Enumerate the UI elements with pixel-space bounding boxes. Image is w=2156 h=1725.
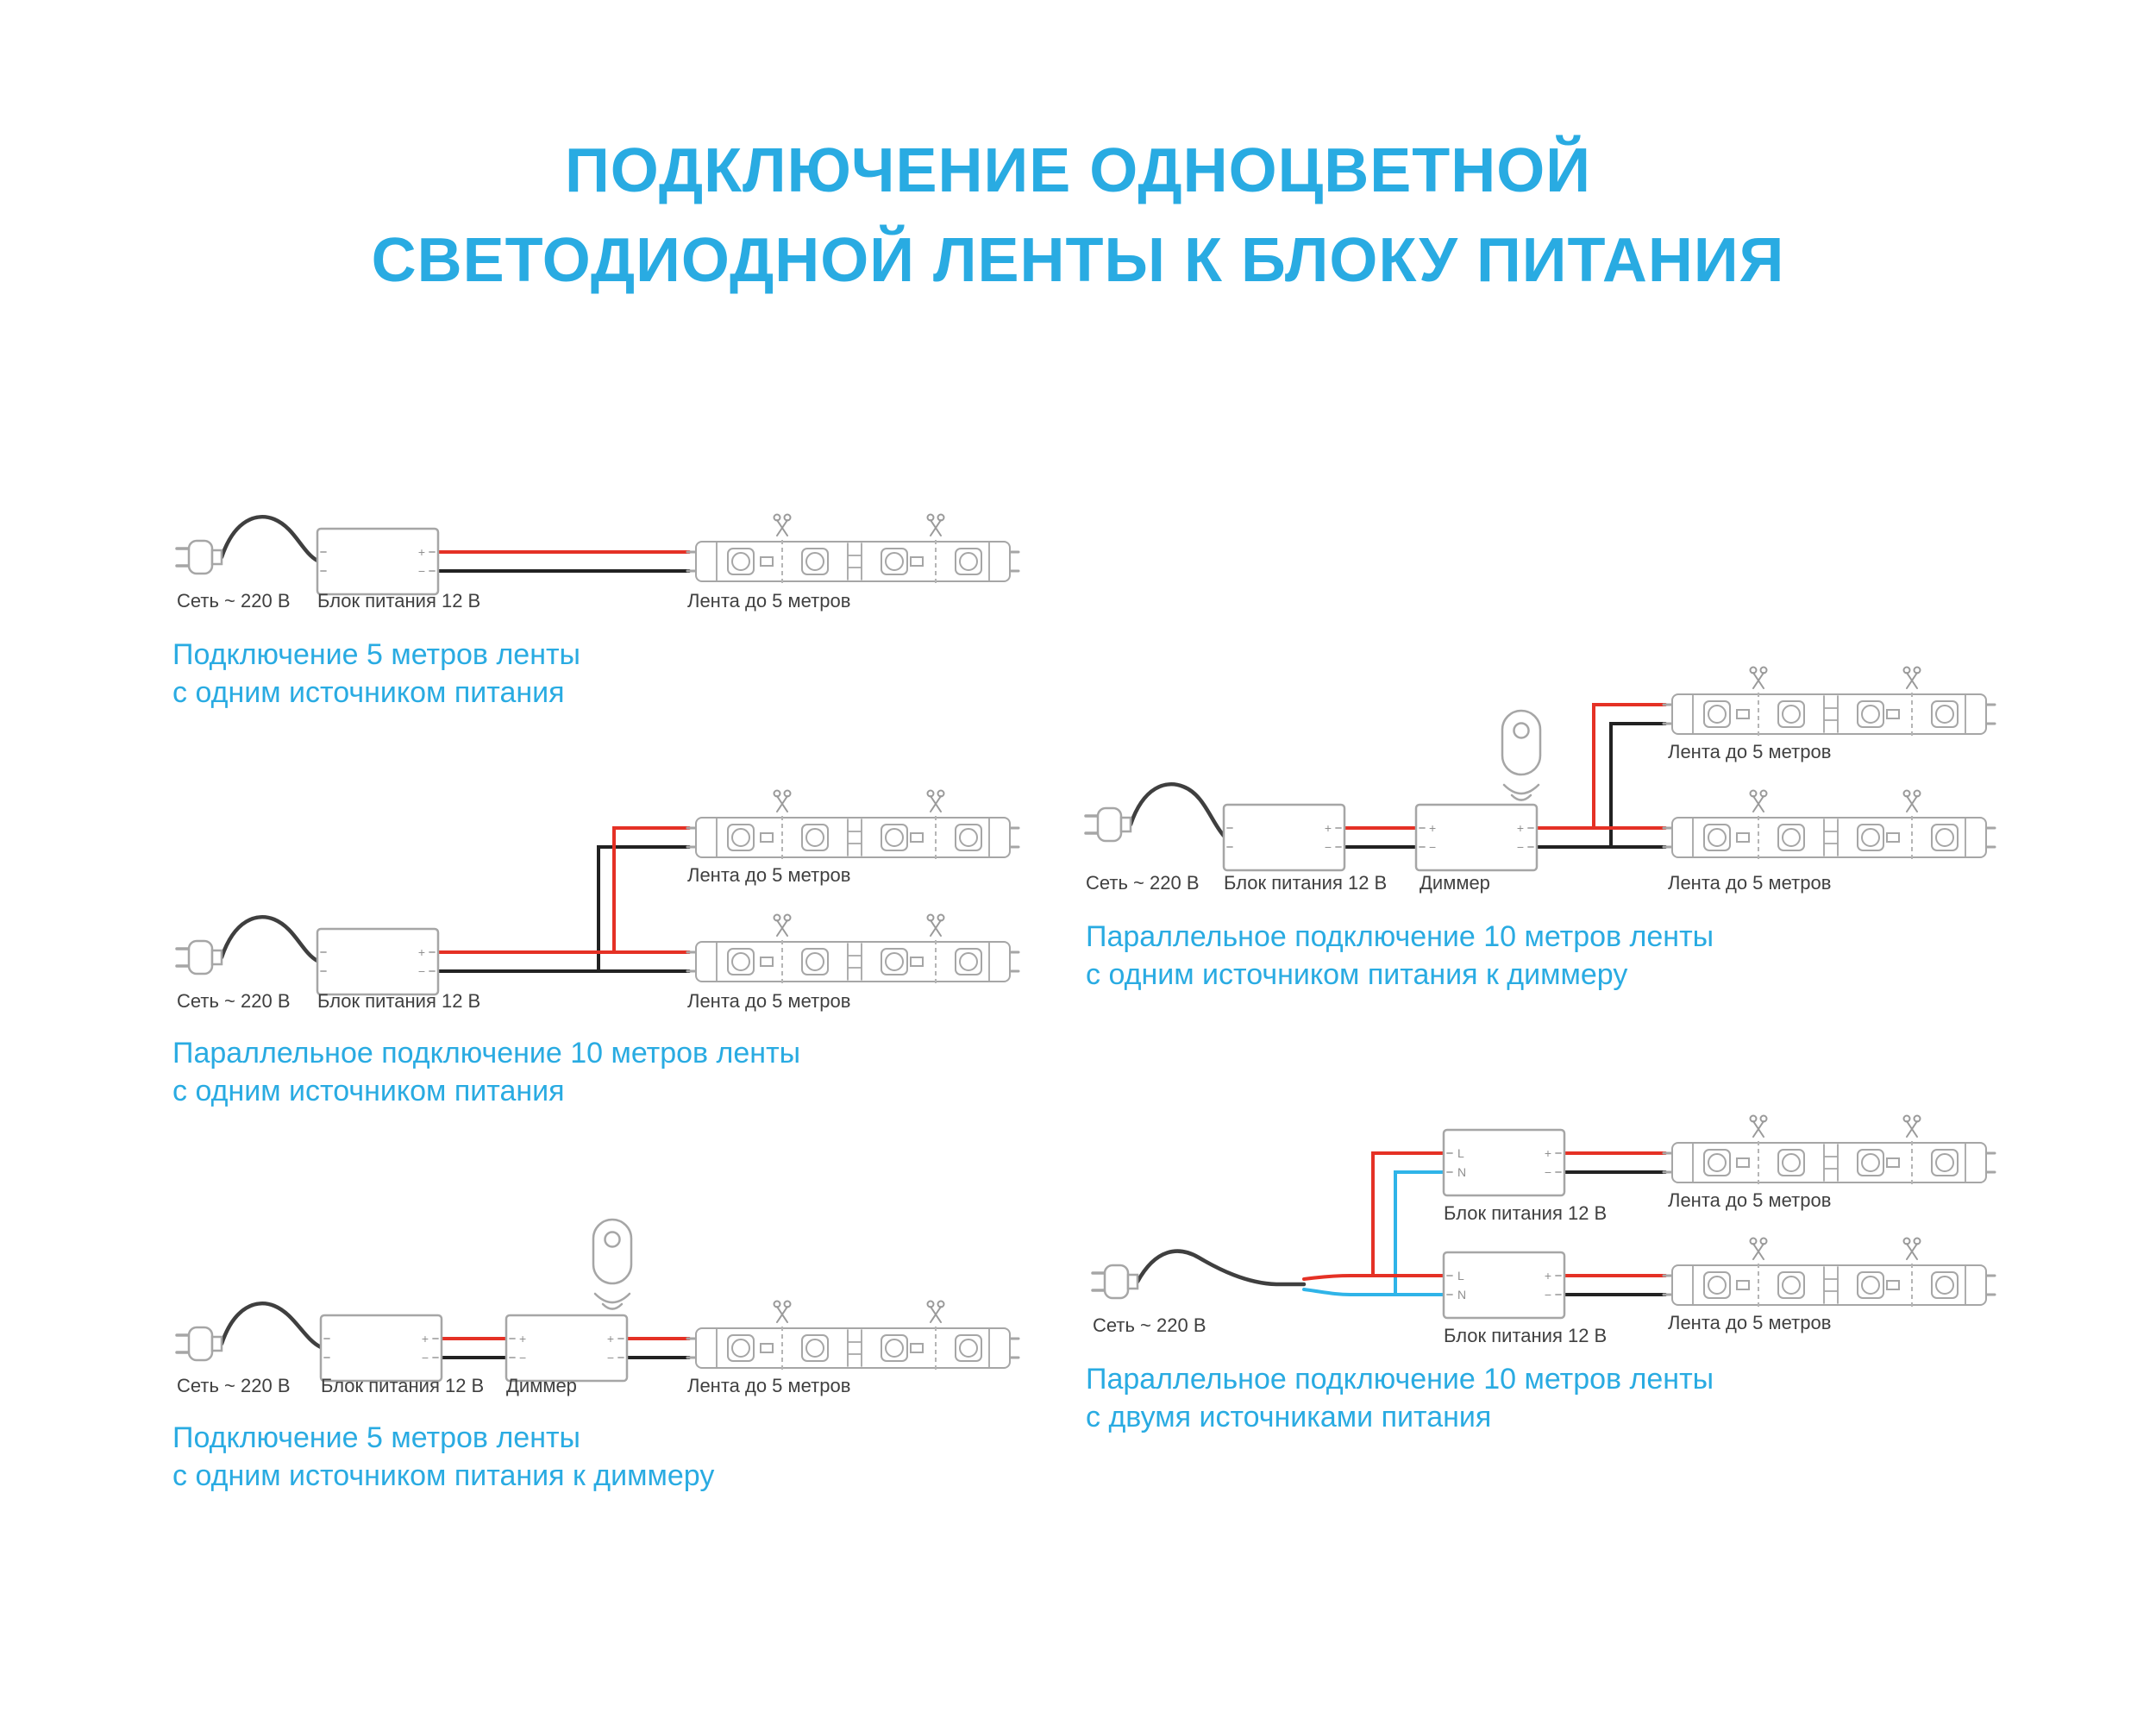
plug-icon — [175, 1326, 223, 1362]
strip-bottom-label: Лента до 5 метров — [1668, 1312, 1831, 1333]
diagram-5m-psu-dimmer: Сеть ~ 220 В Блок питания 12 В Диммер Ле… — [172, 1218, 1018, 1492]
psu-label: Блок питания 12 В — [317, 990, 480, 1012]
dimmer-label: Диммер — [506, 1375, 577, 1396]
terminal-n-label: N — [1457, 1288, 1466, 1302]
strip-top-label: Лента до 5 метров — [1668, 1189, 1831, 1211]
power-supply-box — [1222, 803, 1346, 872]
page-title-line1: ПОДКЛЮЧЕНИЕ ОДНОЦВЕТНОЙ — [565, 135, 1591, 205]
led-strip-top — [1664, 668, 1995, 737]
mains-label: Сеть ~ 220 В — [177, 590, 291, 612]
remote-icon — [592, 1218, 633, 1310]
red-wire — [436, 826, 691, 954]
diagram-10m-parallel-two-psu: L N L N Лента до 5 метров Блок питания 1… — [1086, 1116, 1995, 1433]
caption-line1: Параллельное подключение 10 метров ленты — [1086, 920, 1714, 953]
mains-cable — [219, 915, 320, 963]
mains-cable — [219, 1302, 323, 1350]
psu-label: Блок питания 12 В — [1224, 872, 1387, 894]
black-wire — [436, 845, 691, 973]
plug-icon — [175, 539, 223, 575]
led-strip-top — [687, 791, 1018, 860]
mains-label: Сеть ~ 220 В — [177, 990, 291, 1012]
caption-line2: с одним источником питания к диммеру — [1086, 958, 1627, 991]
caption-line1: Параллельное подключение 10 метров ленты — [1086, 1363, 1714, 1396]
mains-label: Сеть ~ 220 В — [177, 1375, 291, 1396]
mains-label: Сеть ~ 220 В — [1093, 1314, 1206, 1336]
strip-bottom-label: Лента до 5 метров — [687, 990, 850, 1012]
psu-top-label: Блок питания 12 В — [1444, 1202, 1607, 1224]
caption-line2: с одним источником питания — [172, 676, 565, 709]
red-wire — [1563, 1151, 1667, 1277]
plug-icon — [175, 939, 223, 975]
caption-line2: с двумя источниками питания — [1086, 1401, 1491, 1433]
led-strip-bottom — [1664, 1239, 1995, 1308]
page-title-line2: СВЕТОДИОДНОЙ ЛЕНТЫ К БЛОКУ ПИТАНИЯ — [372, 224, 1785, 295]
red-wire — [1302, 1151, 1445, 1281]
led-strip — [687, 1302, 1018, 1371]
power-supply-box — [316, 527, 440, 596]
mains-cable — [1135, 1249, 1307, 1287]
plug-icon — [1084, 806, 1132, 843]
dimmer-box — [1414, 803, 1539, 872]
power-supply-box-bottom — [1442, 1251, 1566, 1320]
psu-bottom-label: Блок питания 12 В — [1444, 1325, 1607, 1346]
led-strip-bottom — [1664, 791, 1995, 860]
dimmer-label: Диммер — [1420, 872, 1490, 894]
caption-line1: Параллельное подключение 10 метров ленты — [172, 1037, 800, 1070]
diagram-10m-parallel-single-psu: Лента до 5 метров Сеть ~ 220 В Блок пита… — [172, 791, 1018, 1107]
strip-top-label: Лента до 5 метров — [1668, 741, 1831, 762]
led-strip — [687, 515, 1018, 584]
plug-icon — [1091, 1264, 1139, 1300]
diagram-5m-single-psu: Сеть ~ 220 В Блок питания 12 В Лента до … — [172, 515, 1018, 709]
psu-label: Блок питания 12 В — [317, 590, 480, 612]
mains-cable — [1128, 782, 1226, 838]
mains-cable — [219, 515, 320, 563]
remote-icon — [1501, 709, 1542, 801]
power-supply-box — [319, 1314, 443, 1383]
caption-line2: с одним источником питания к диммеру — [172, 1459, 714, 1492]
caption-line1: Подключение 5 метров ленты — [172, 638, 580, 671]
psu-label: Блок питания 12 В — [321, 1375, 484, 1396]
diagram-10m-parallel-psu-dimmer: Лента до 5 метров Сеть ~ 220 В Блок пита… — [1084, 668, 1995, 991]
terminal-l-label: L — [1457, 1269, 1464, 1283]
black-wire — [1563, 1170, 1667, 1296]
power-supply-box-top — [1442, 1128, 1566, 1197]
strip-top-label: Лента до 5 метров — [687, 864, 850, 886]
blue-wire — [1302, 1170, 1445, 1296]
terminal-l-label: L — [1457, 1146, 1464, 1160]
mains-label: Сеть ~ 220 В — [1086, 872, 1200, 894]
power-supply-box — [316, 927, 440, 996]
caption-line1: Подключение 5 метров ленты — [172, 1421, 580, 1454]
strip-label: Лента до 5 метров — [687, 590, 850, 612]
strip-label: Лента до 5 метров — [687, 1375, 850, 1396]
red-wire — [1343, 703, 1667, 830]
strip-bottom-label: Лента до 5 метров — [1668, 872, 1831, 894]
led-strip-top — [1664, 1116, 1995, 1185]
caption-line2: с одним источником питания — [172, 1075, 565, 1107]
terminal-n-label: N — [1457, 1165, 1466, 1179]
dimmer-box — [505, 1314, 629, 1383]
led-strip-bottom — [687, 915, 1018, 984]
black-wire — [1343, 722, 1667, 849]
